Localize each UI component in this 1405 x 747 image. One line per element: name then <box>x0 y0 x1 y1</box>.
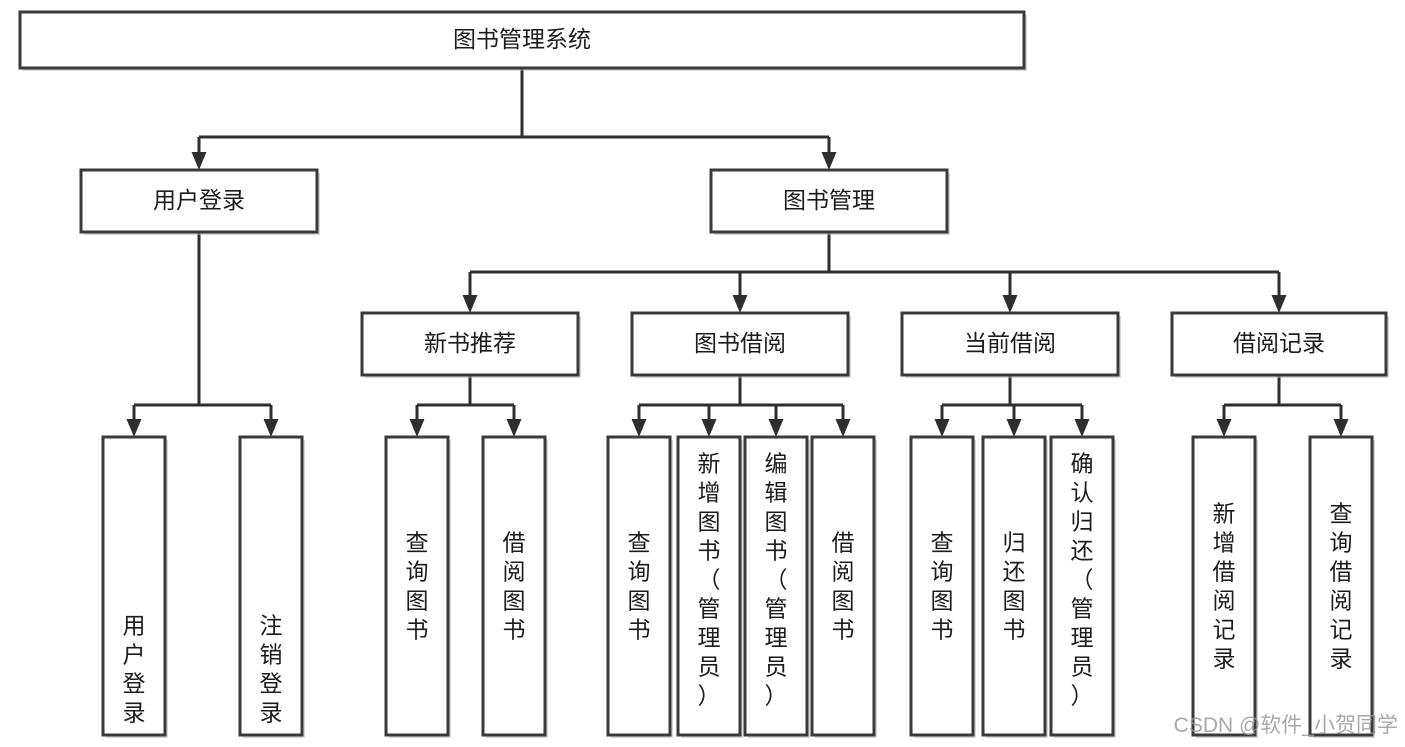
node-leaf-nb-borrow[interactable]: 借阅图书 <box>481 435 548 738</box>
node-label: 查询图书 <box>628 530 651 643</box>
node-box[interactable] <box>18 10 1026 70</box>
node-label: 新书推荐 <box>424 330 516 356</box>
node-newbook[interactable]: 新书推荐 <box>360 311 581 378</box>
arrow-head-icon <box>409 419 425 437</box>
node-label: 图书管理 <box>783 187 875 213</box>
node-box[interactable] <box>909 435 975 737</box>
arrow-head-icon <box>821 152 837 170</box>
node-leaf-rc-add[interactable]: 新增借阅记录 <box>1191 435 1258 738</box>
node-label: 用户登录 <box>153 187 245 213</box>
node-label: 查询图书 <box>931 530 954 643</box>
arrow-head-icon <box>1006 419 1022 437</box>
connector-group-records <box>1216 375 1349 437</box>
arrow-head-icon <box>191 152 207 170</box>
node-leaf-rc-query[interactable]: 查询借阅记录 <box>1308 435 1375 738</box>
node-leaf-nb-query[interactable]: 查询图书 <box>384 435 451 738</box>
arrow-head-icon <box>934 419 950 437</box>
connector-group-root <box>191 68 837 170</box>
arrow-head-icon <box>732 295 748 313</box>
arrow-head-icon <box>126 419 142 437</box>
node-box[interactable] <box>709 168 949 234</box>
arrow-head-icon <box>701 419 717 437</box>
node-box[interactable] <box>810 435 876 737</box>
node-layer: 图书管理系统用户登录图书管理新书推荐图书借阅当前借阅借阅记录用户登录注销登录查询… <box>18 10 1389 738</box>
node-leaf-bw-add[interactable]: 新增图书（管理员） <box>676 435 743 738</box>
node-current[interactable]: 当前借阅 <box>900 311 1121 378</box>
node-label: 图书管理系统 <box>453 26 591 52</box>
node-box[interactable] <box>630 311 850 377</box>
arrow-head-icon <box>1271 295 1287 313</box>
connector-group-current <box>934 375 1090 437</box>
connector-group-newbook <box>409 375 522 437</box>
node-label: 新增图书（管理员） <box>698 451 721 709</box>
node-login[interactable]: 用户登录 <box>79 168 320 235</box>
node-box[interactable] <box>606 435 672 737</box>
arrow-head-icon <box>1333 419 1349 437</box>
arrow-head-icon <box>631 419 647 437</box>
node-box[interactable] <box>238 435 304 737</box>
node-box[interactable] <box>1308 435 1374 737</box>
arrow-head-icon <box>835 419 851 437</box>
node-leaf-cb-confirm[interactable]: 确认归还（管理员） <box>1049 435 1116 738</box>
node-box[interactable] <box>1191 435 1257 737</box>
node-box[interactable] <box>360 311 580 377</box>
arrow-head-icon <box>768 419 784 437</box>
connector-group-bookmgmt <box>462 232 1287 313</box>
node-root[interactable]: 图书管理系统 <box>18 10 1027 71</box>
node-label: 借阅图书 <box>832 530 855 643</box>
connector-layer <box>126 68 1349 437</box>
node-records[interactable]: 借阅记录 <box>1170 311 1389 378</box>
node-box[interactable] <box>981 435 1047 737</box>
node-box[interactable] <box>481 435 547 737</box>
arrow-head-icon <box>1074 419 1090 437</box>
node-leaf-bw-edit[interactable]: 编辑图书（管理员） <box>743 435 810 738</box>
connector-group-borrow <box>631 375 851 437</box>
arrow-head-icon <box>462 295 478 313</box>
node-leaf-bw-lend[interactable]: 借阅图书 <box>810 435 877 738</box>
node-label: 查询借阅记录 <box>1330 501 1353 672</box>
csdn-watermark: CSDN @软件_小贺同学 <box>1174 714 1398 737</box>
arrow-head-icon <box>1002 295 1018 313</box>
node-box[interactable] <box>1170 311 1388 377</box>
node-box[interactable] <box>79 168 319 234</box>
node-bookmgmt[interactable]: 图书管理 <box>709 168 950 235</box>
node-leaf-cb-return[interactable]: 归还图书 <box>981 435 1048 738</box>
node-label: 确认归还（管理员） <box>1071 451 1094 709</box>
node-box[interactable] <box>900 311 1120 377</box>
node-box[interactable] <box>384 435 450 737</box>
arrow-head-icon <box>1216 419 1232 437</box>
node-leaf-bw-query[interactable]: 查询图书 <box>606 435 673 738</box>
node-label: 借阅图书 <box>503 530 526 643</box>
node-label: 借阅记录 <box>1233 330 1325 356</box>
node-box[interactable] <box>1049 435 1115 737</box>
arrow-head-icon <box>263 419 279 437</box>
node-borrow[interactable]: 图书借阅 <box>630 311 851 378</box>
node-label: 注销登录 <box>260 613 283 726</box>
node-label: 新增借阅记录 <box>1213 501 1236 672</box>
node-leaf-cb-query[interactable]: 查询图书 <box>909 435 976 738</box>
node-label: 当前借阅 <box>964 330 1056 356</box>
node-label: 用户登录 <box>123 613 146 726</box>
node-label: 查询图书 <box>406 530 429 643</box>
node-label: 编辑图书（管理员） <box>765 451 788 709</box>
node-label: 图书借阅 <box>694 330 786 356</box>
node-leaf-user-logout[interactable]: 注销登录 <box>238 435 305 738</box>
node-leaf-user-login[interactable]: 用户登录 <box>101 435 168 738</box>
arrow-head-icon <box>506 419 522 437</box>
node-label: 归还图书 <box>1003 530 1026 643</box>
node-box[interactable] <box>743 435 809 737</box>
connector-group-login <box>126 232 279 437</box>
node-box[interactable] <box>676 435 742 737</box>
node-box[interactable] <box>101 435 167 737</box>
